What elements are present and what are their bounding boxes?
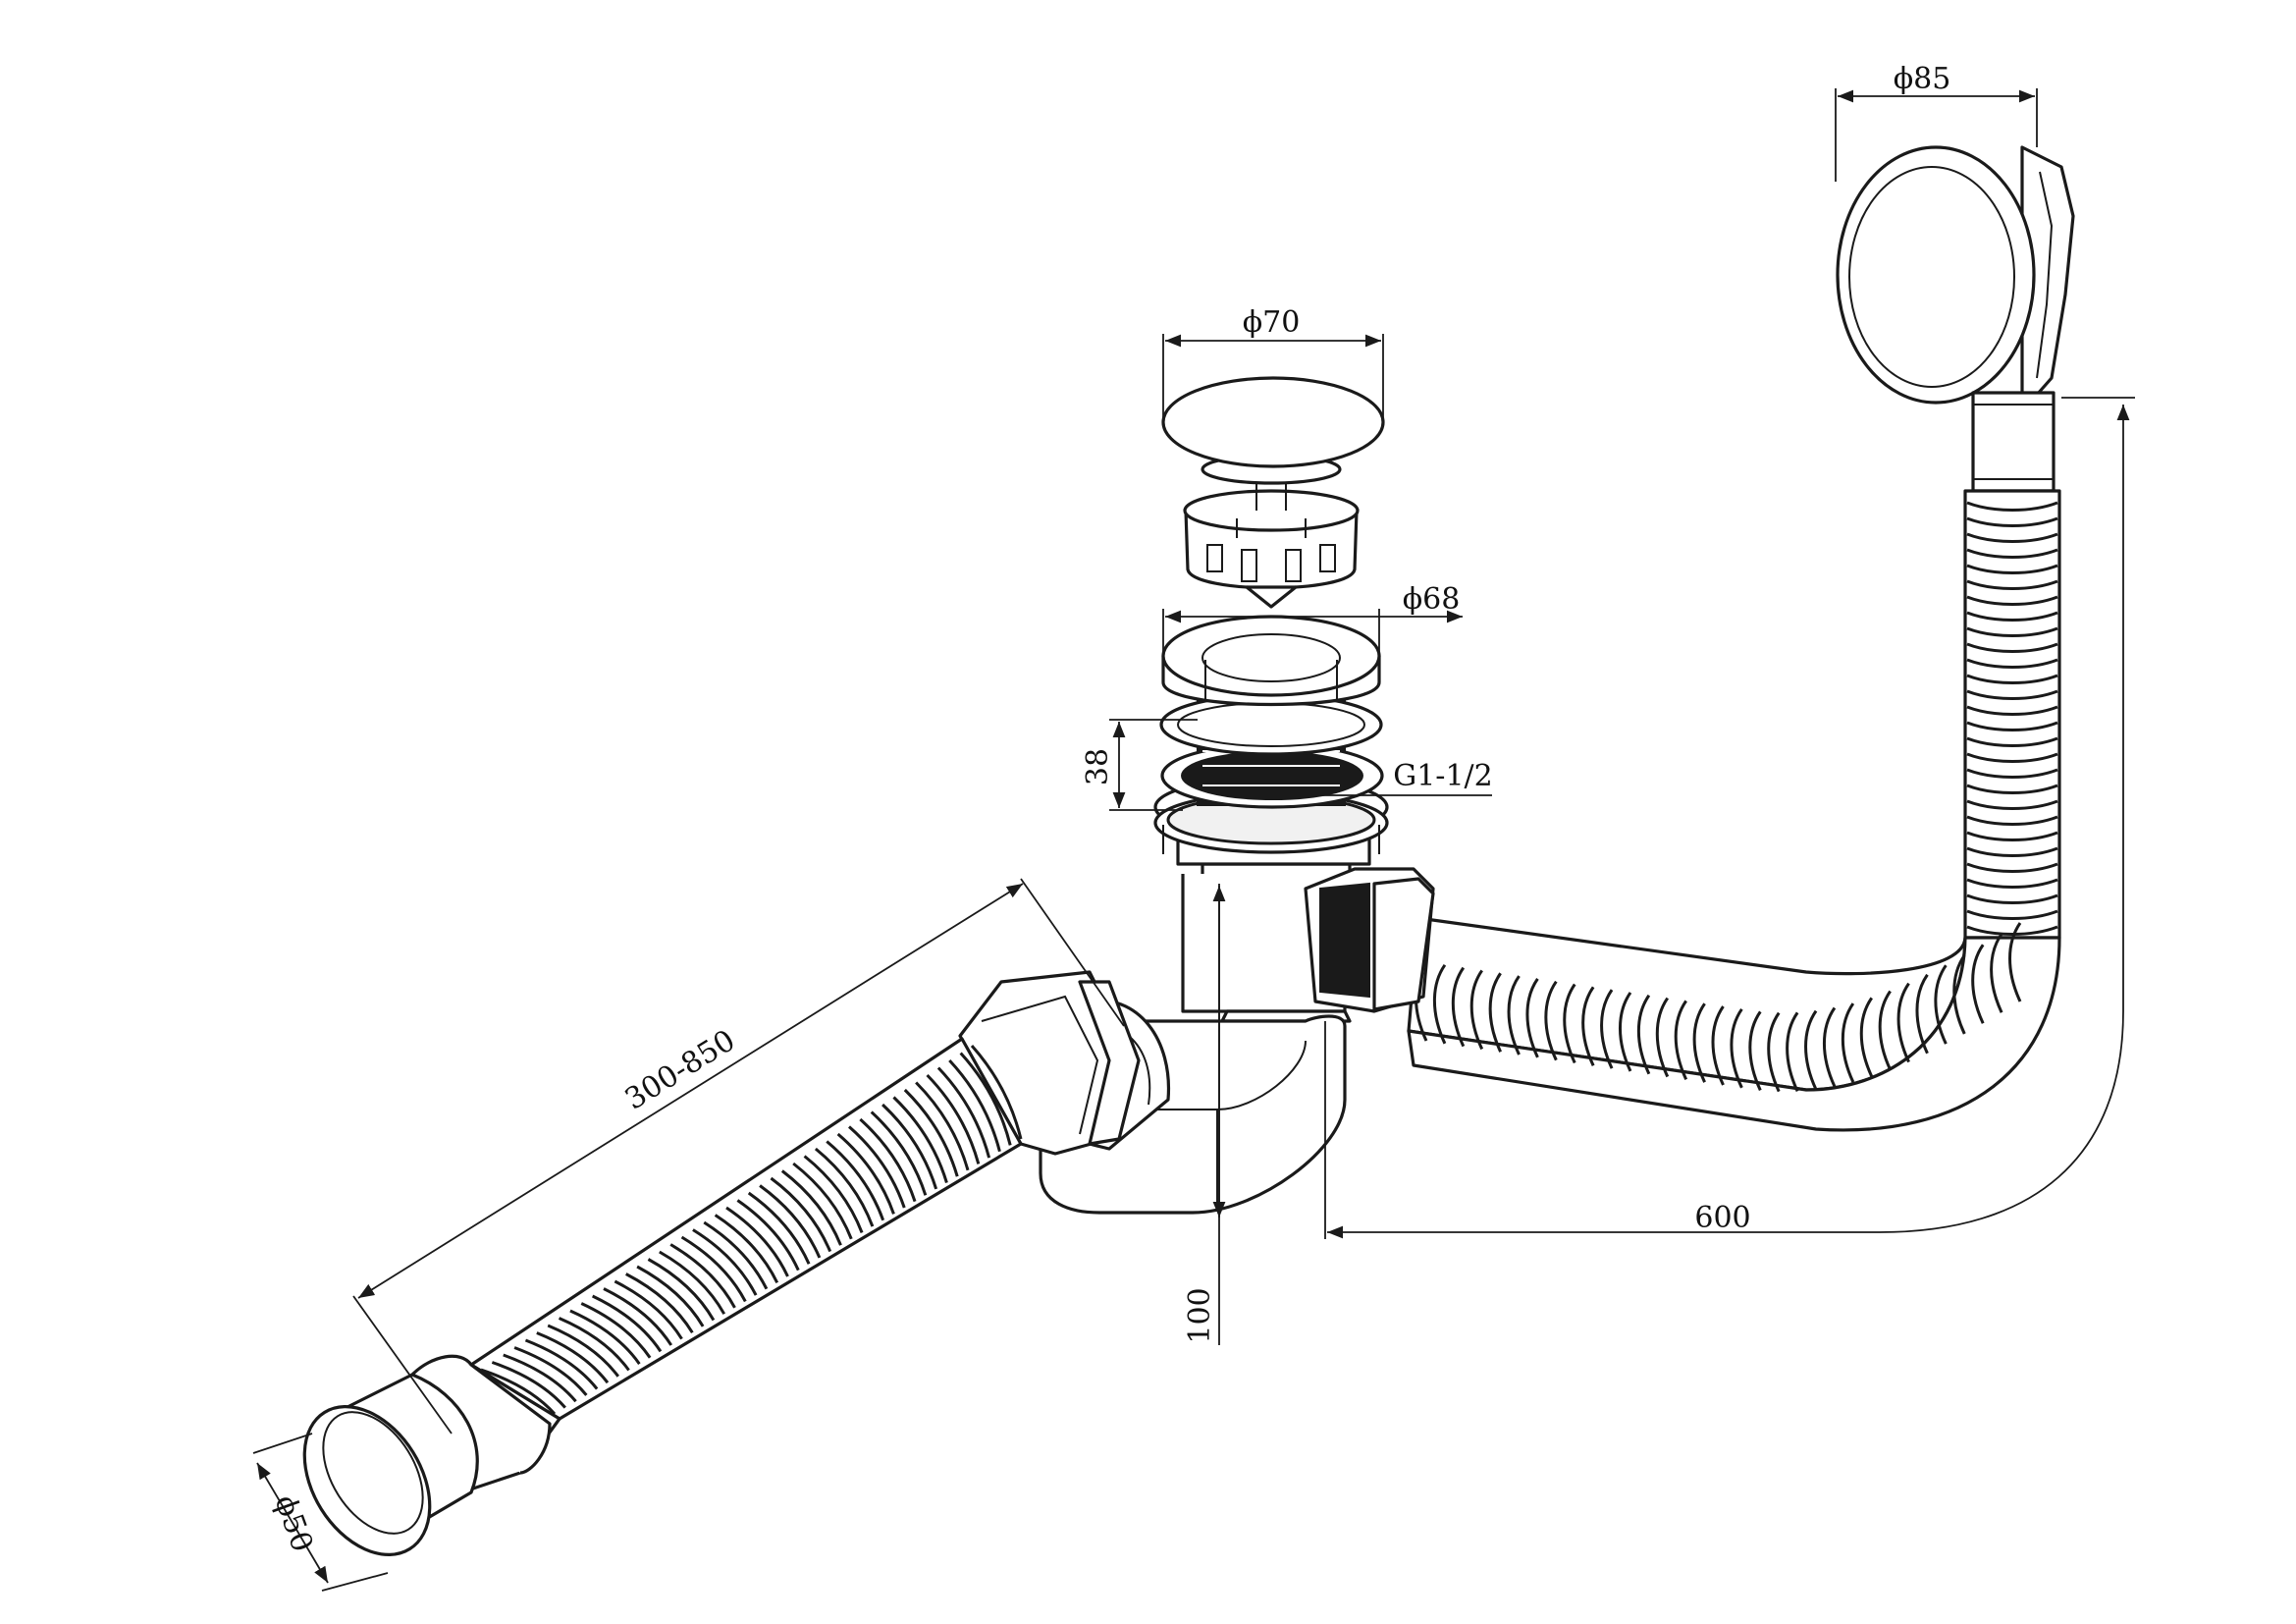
overflow-nut	[1304, 867, 1435, 1013]
overflow-cap	[1836, 145, 2075, 405]
label-d68: ϕ68	[1403, 582, 1461, 617]
strainer-basket	[1183, 489, 1360, 609]
label-d50: ϕ50	[267, 1490, 319, 1556]
dimension-h38: 38	[1081, 719, 1198, 811]
hose-rib	[547, 1324, 619, 1378]
dimension-height: 100	[1183, 884, 1226, 1345]
dimension-overflow-length: 600	[1324, 397, 2135, 1239]
label-h38: 38	[1081, 748, 1115, 785]
dimension-length: 300-850	[352, 878, 1125, 1435]
hose-rib	[513, 1346, 588, 1396]
hose-rib	[591, 1294, 663, 1353]
label-height: 100	[1183, 1287, 1217, 1343]
hose-rib	[503, 1353, 577, 1403]
overflow-collar	[1971, 391, 2056, 493]
hose-rib	[480, 1368, 557, 1416]
hose-rib	[524, 1338, 599, 1390]
hose-rib	[569, 1309, 641, 1365]
overflow-hose-vertical	[1963, 489, 2061, 940]
hose-rib	[536, 1331, 610, 1384]
waste-hose	[302, 1037, 1023, 1557]
dimension-d85: ϕ85	[1835, 62, 2038, 182]
label-d85: ϕ85	[1894, 62, 1951, 96]
hose-rib	[558, 1317, 630, 1372]
label-thread: G1-1/2	[1393, 759, 1492, 793]
hose-rib	[491, 1361, 566, 1409]
hose-rib	[580, 1302, 652, 1359]
dimension-d70: ϕ70	[1162, 305, 1384, 417]
label-overflow-length: 600	[1694, 1201, 1750, 1235]
threaded-stem	[1159, 691, 1384, 809]
overflow-hose-curve	[1407, 916, 2061, 1132]
label-d70: ϕ70	[1243, 305, 1301, 340]
drain-top-ring	[1161, 615, 1381, 707]
